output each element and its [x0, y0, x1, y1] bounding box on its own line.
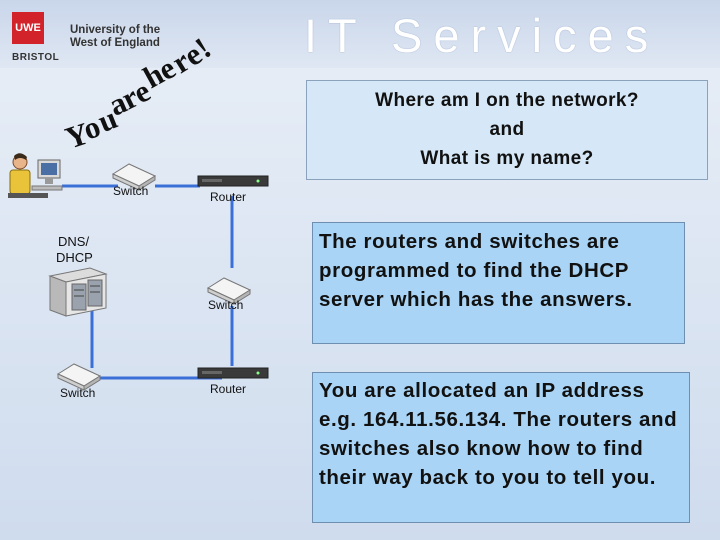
university-name: University of the West of England	[70, 24, 180, 50]
uwe-logo-mark: UWE	[12, 12, 44, 44]
page-title: IT Services	[304, 9, 660, 62]
user-workstation-icon	[8, 153, 63, 198]
header-banner: UWE University of the West of England BR…	[0, 0, 720, 68]
dhcp-server-icon	[48, 267, 108, 317]
switch-bottom-icon	[56, 363, 102, 391]
switch-top-label: Switch	[113, 184, 149, 198]
routers-info-box: The routers and switches are programmed …	[312, 222, 685, 344]
ip-allocation-info-box: You are allocated an IP address e.g. 164…	[312, 372, 690, 523]
router-bottom-label: Router	[210, 382, 247, 396]
router-bottom-icon	[197, 367, 269, 379]
question-line2: and	[489, 119, 525, 140]
dns-label-line1: DNS/	[58, 234, 90, 249]
network-links	[62, 184, 234, 380]
question-line3: What is my name?	[420, 148, 594, 169]
location-label: BRISTOL	[12, 52, 60, 63]
dns-label-line2: DHCP	[56, 250, 93, 265]
router-top-icon	[197, 175, 269, 187]
switch-bottom-label: Switch	[60, 386, 96, 400]
switch-middle-icon	[206, 277, 252, 305]
switch-top-icon	[111, 163, 157, 191]
switch-middle-label: Switch	[208, 298, 244, 312]
router-top-label: Router	[210, 190, 247, 204]
university-line1: University of the	[70, 24, 161, 36]
university-line2: West of England	[70, 37, 160, 49]
question-line1: Where am I on the network?	[375, 90, 639, 111]
question-box: Where am I on the network? and What is m…	[306, 80, 708, 180]
university-logo: UWE University of the West of England BR…	[8, 10, 178, 64]
